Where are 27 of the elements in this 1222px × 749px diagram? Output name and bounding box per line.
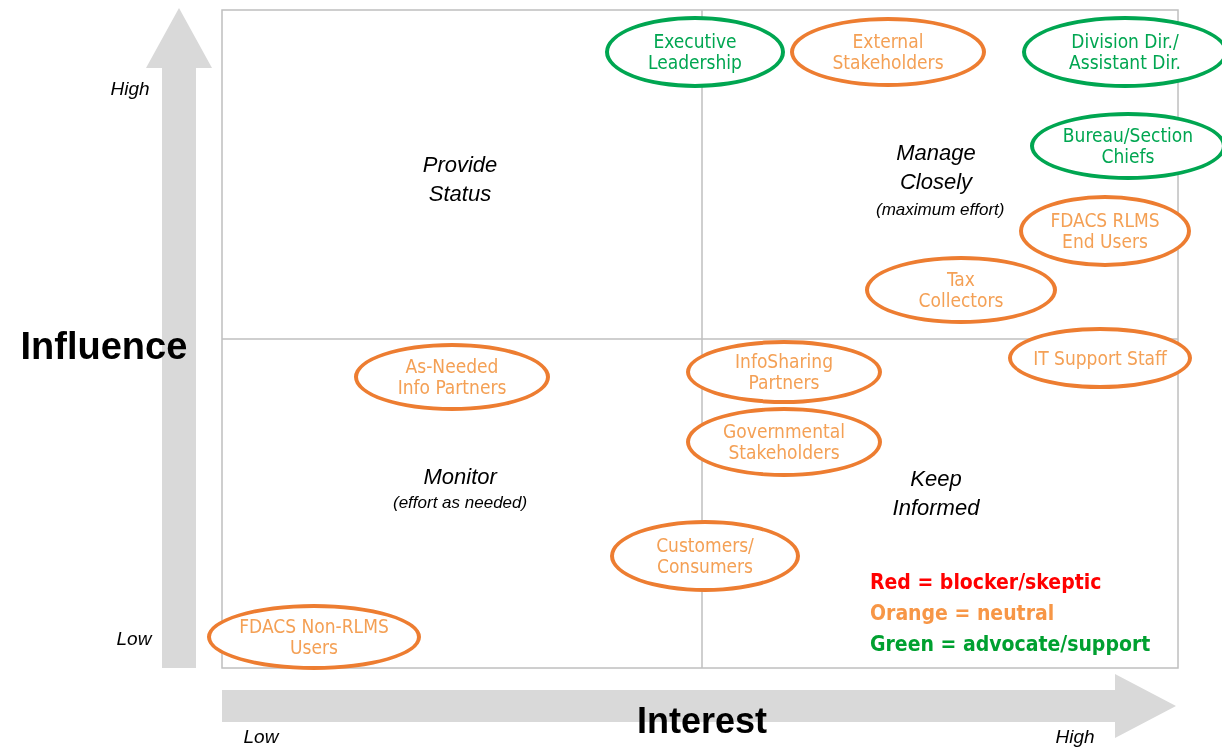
- quadrant-note: (effort as needed): [393, 493, 528, 513]
- quadrant-title: Manage Closely: [895, 139, 977, 196]
- legend-entry: Red = blocker/skeptic: [870, 570, 1102, 594]
- stakeholder-ellipse: IT Support Staff: [1008, 327, 1192, 389]
- quadrant-title: Monitor: [423, 464, 497, 490]
- stakeholder-ellipse: FDACS Non-RLMS Users: [207, 604, 421, 670]
- axis-level-label: High: [1055, 726, 1095, 748]
- stakeholder-ellipse: External Stakeholders: [790, 17, 986, 87]
- stakeholder-ellipse: Tax Collectors: [865, 256, 1057, 324]
- quadrant-title: Provide Status: [421, 151, 499, 208]
- stakeholder-ellipse: InfoSharing Partners: [686, 340, 882, 404]
- stakeholder-ellipse: Bureau/Section Chiefs: [1030, 112, 1222, 180]
- axis-level-label: High: [110, 78, 150, 100]
- stakeholder-ellipse: As-Needed Info Partners: [354, 343, 550, 411]
- legend-entry: Orange = neutral: [870, 601, 1055, 625]
- quadrant-note: (maximum effort): [876, 200, 1005, 220]
- stakeholder-ellipse: FDACS RLMS End Users: [1019, 195, 1191, 267]
- stakeholder-ellipse: Division Dir./ Assistant Dir.: [1022, 16, 1222, 88]
- stakeholder-ellipse: Executive Leadership: [605, 16, 785, 88]
- axis-level-label: Low: [116, 628, 152, 650]
- legend-entry: Green = advocate/support: [870, 632, 1151, 656]
- axis-title: Interest: [637, 700, 768, 742]
- axis-level-label: Low: [243, 726, 279, 748]
- axis-title: Influence: [20, 325, 188, 368]
- stakeholder-ellipse: Customers/ Consumers: [610, 520, 800, 592]
- stakeholder-ellipse: Governmental Stakeholders: [686, 407, 882, 477]
- quadrant-title: Keep Informed: [891, 465, 981, 522]
